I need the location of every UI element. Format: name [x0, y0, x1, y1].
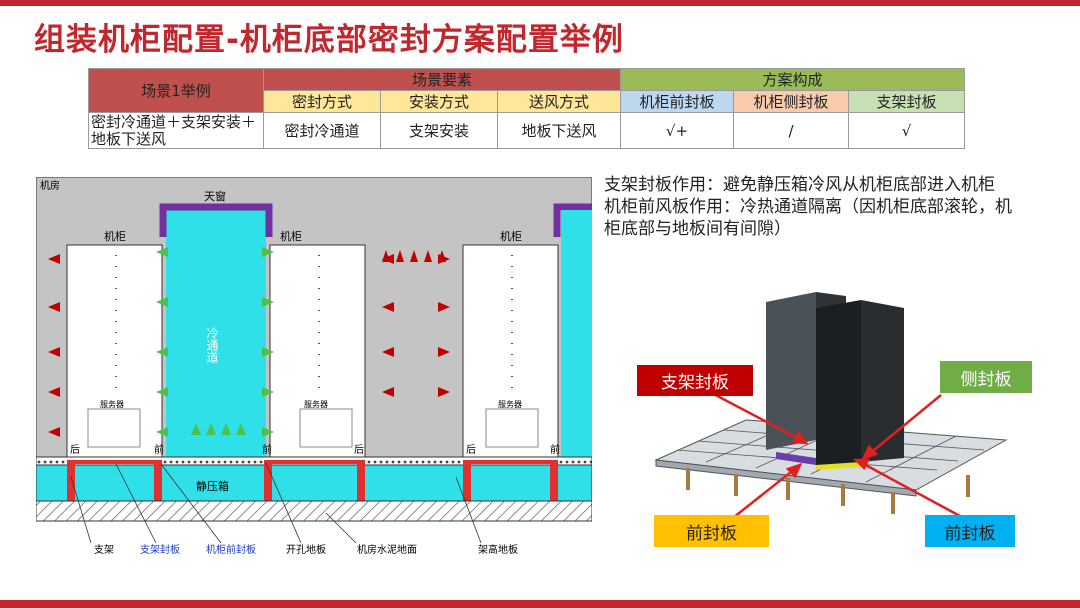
cross-section-diagram: 机房 冷通道 天窗 机柜 服务器 后 前 机柜 服务器 前 后 机柜 服务器 后… — [36, 177, 592, 556]
svg-text:架高地板: 架高地板 — [478, 543, 518, 556]
svg-text:服务器: 服务器 — [100, 399, 124, 409]
svg-text:后: 后 — [354, 444, 364, 456]
plenum-box — [36, 464, 592, 502]
svg-text:前: 前 — [154, 443, 164, 456]
svg-text:支架: 支架 — [94, 544, 114, 556]
hot-airflow-arrows — [48, 250, 450, 437]
explanation-text: 支架封板作用：避免静压箱冷风从机柜底部进入机柜 机柜前风板作用：冷热通道隔离（因… — [604, 174, 1014, 240]
skylight-frame — [159, 203, 273, 237]
diagram-legend: 支架 支架封板 机柜前封板 开孔地板 机房水泥地面 架高地板 — [94, 543, 518, 556]
elements-header: 场景要素 — [263, 68, 621, 91]
cabinet-front-side — [861, 300, 904, 462]
explanation-bracket: 支架封板作用：避免静压箱冷风从机柜底部进入机柜 — [604, 175, 995, 195]
svg-text:服务器: 服务器 — [304, 399, 328, 409]
room-label: 机房 — [40, 179, 60, 192]
skylight-label: 天窗 — [204, 189, 226, 203]
cabinet-3: 机柜 服务器 后 前 — [462, 229, 560, 458]
support-brackets — [67, 460, 558, 501]
col-seal-method: 密封方式 — [263, 90, 381, 113]
front-seal-plate — [816, 462, 861, 470]
cabinet-2: 机柜 服务器 前 后 — [262, 229, 366, 458]
leader-lines — [70, 462, 482, 544]
bottom-accent-bar — [0, 600, 1080, 608]
cell-seal: 密封冷通道 — [263, 112, 381, 149]
svg-text:服务器: 服务器 — [498, 399, 522, 409]
bracket-seal-plate — [776, 452, 816, 465]
svg-text:支架封板: 支架封板 — [140, 543, 180, 556]
cold-airflow-arrows — [156, 247, 274, 437]
plenum-label: 静压箱 — [196, 479, 229, 493]
col-bracket-plate: 支架封板 — [848, 90, 965, 113]
page-title: 组装机柜配置-机柜底部密封方案配置举例 — [34, 22, 624, 58]
svg-text:后: 后 — [70, 444, 80, 456]
skylight-frame-right — [553, 203, 592, 237]
front-plate-label-left: 前封板 — [654, 515, 769, 547]
col-air-method: 送风方式 — [497, 90, 621, 113]
svg-text:机柜前封板: 机柜前封板 — [206, 543, 256, 556]
side-plate-label: 侧封板 — [940, 361, 1032, 393]
front-plate-label-right: 前封板 — [925, 515, 1015, 547]
floor-pedestals — [686, 468, 970, 514]
col-side-plate: 机柜侧封板 — [733, 90, 849, 113]
svg-text:前: 前 — [550, 443, 560, 456]
cell-install: 支架安装 — [380, 112, 498, 149]
svg-text:后: 后 — [466, 444, 476, 456]
bracket-plate-label: 支架封板 — [637, 365, 753, 396]
cell-bracket-plate: √ — [848, 112, 965, 149]
cell-side-plate: / — [733, 112, 849, 149]
cabinet-back — [766, 292, 816, 450]
solution-header: 方案构成 — [620, 68, 965, 91]
svg-text:机房水泥地面: 机房水泥地面 — [357, 543, 417, 556]
svg-text:前: 前 — [262, 443, 272, 456]
explanation-front: 机柜前风板作用：冷热通道隔离（因机柜底部滚轮，机柜底部与地板间有间隙） — [604, 197, 1012, 239]
cold-aisle-label: 冷通道 — [205, 327, 219, 363]
col-install-method: 安装方式 — [380, 90, 498, 113]
cold-aisle-right — [561, 210, 592, 457]
config-table: 场景1举例 场景要素 方案构成 密封方式 安装方式 送风方式 机柜前封板 机柜侧… — [88, 68, 965, 149]
scene-header: 场景1举例 — [88, 68, 264, 113]
cell-front-plate: √+ — [620, 112, 734, 149]
cell-air: 地板下送风 — [497, 112, 621, 149]
cabinet-3d-render — [654, 292, 1008, 526]
col-front-plate: 机柜前封板 — [620, 90, 734, 113]
cabinet-front — [816, 300, 861, 470]
svg-text:机柜: 机柜 — [104, 229, 126, 243]
svg-text:开孔地板: 开孔地板 — [286, 543, 326, 556]
svg-text:机柜: 机柜 — [500, 229, 522, 243]
concrete-ground — [36, 500, 592, 522]
svg-text:机柜: 机柜 — [280, 229, 302, 243]
row-label: 密封冷通道＋支架安装＋地板下送风 — [88, 112, 264, 149]
top-accent-bar — [0, 0, 1080, 6]
cold-aisle — [166, 210, 266, 457]
